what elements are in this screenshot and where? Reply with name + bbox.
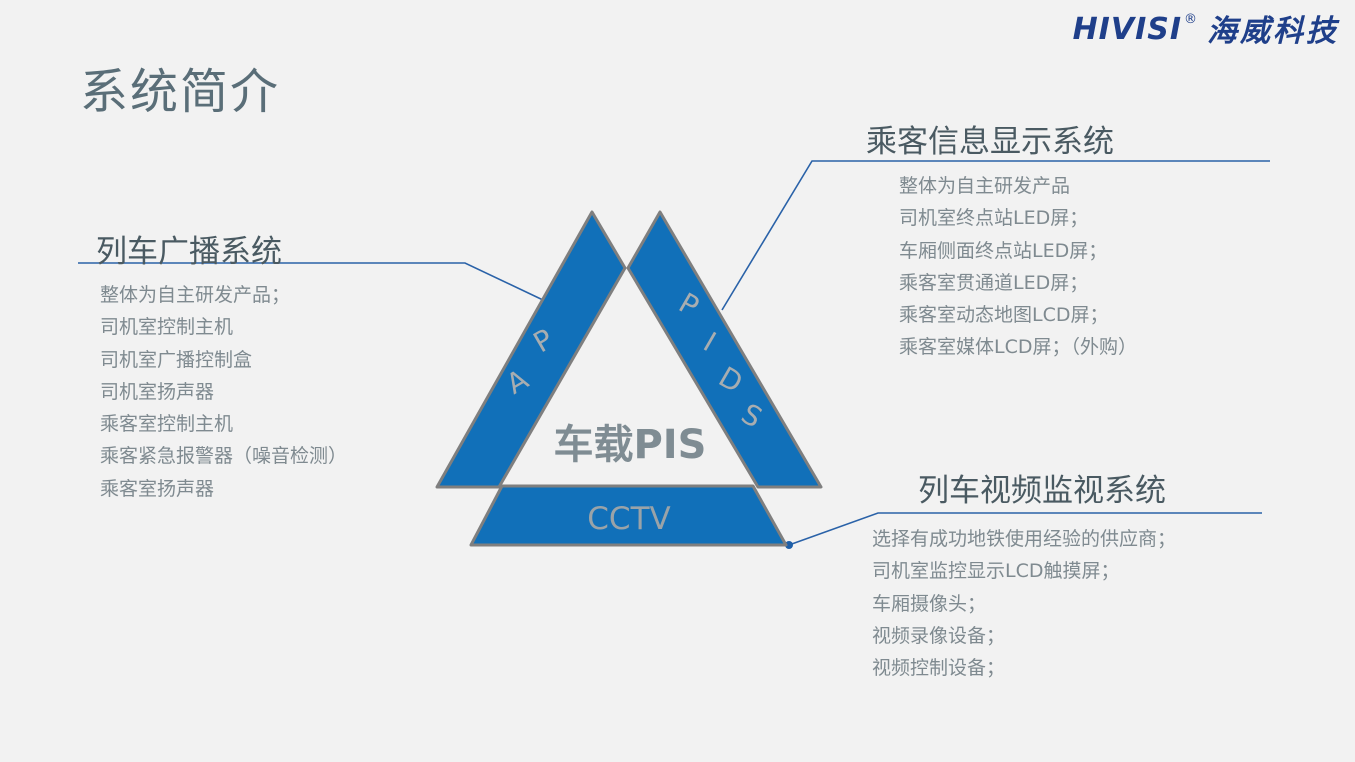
pids-bar: [626, 210, 823, 489]
cctv-bar: [469, 484, 788, 547]
list-item: 司机室终点站LED屏；: [899, 207, 1089, 230]
pa-item-list: 整体为自主研发产品； 司机室控制主机 司机室广播控制盒 司机室扬声器 乘客室控制…: [100, 279, 347, 505]
center-label: 车载PIS: [553, 422, 706, 468]
list-item: 整体为自主研发产品: [899, 175, 1071, 197]
list-item: 视频控制设备；: [872, 657, 1006, 680]
list-item: 司机室扬声器: [100, 380, 215, 403]
pa-connector-line: [78, 262, 544, 301]
list-item: 乘客室动态地图LCD屏；: [899, 304, 1109, 327]
cctv-label: CCTV: [587, 501, 670, 537]
pa-section-title: 列车广播系统: [96, 234, 282, 270]
pa-bar: [435, 210, 627, 489]
logo-chinese: 海威科技: [1207, 14, 1339, 49]
list-item: 选择有成功地铁使用经验的供应商；: [872, 528, 1177, 550]
list-item: 乘客室控制主机: [100, 413, 234, 436]
cctv-item-list: 选择有成功地铁使用经验的供应商； 司机室监控显示LCD触摸屏； 车厢摄像头； 视…: [872, 523, 1176, 684]
list-item: 乘客室贯通道LED屏；: [899, 271, 1089, 294]
cctv-connector-line: [788, 512, 1262, 546]
cctv-section-title: 列车视频监视系统: [918, 473, 1166, 509]
list-item: 车厢摄像头；: [872, 592, 987, 615]
pids-section-title: 乘客信息显示系统: [866, 124, 1114, 160]
pids-item-list: 整体为自主研发产品 司机室终点站LED屏； 车厢侧面终点站LED屏； 乘客室贯通…: [899, 170, 1137, 364]
cctv-connector-dot: [785, 541, 793, 549]
list-item: 乘客室媒体LCD屏；（外购）: [899, 336, 1137, 359]
list-item: 司机室控制主机: [100, 316, 234, 339]
list-item: 司机室监控显示LCD触摸屏；: [872, 560, 1120, 583]
list-item: 车厢侧面终点站LED屏；: [899, 239, 1108, 262]
pids-connector-line: [721, 160, 1270, 311]
logo-registered-mark: ®: [1184, 12, 1197, 27]
list-item: 司机室广播控制盒: [100, 348, 253, 371]
list-item: 视频录像设备；: [872, 624, 1006, 647]
logo-latin: HIVISI: [1072, 12, 1182, 47]
list-item: 乘客紧急报警器（噪音检测）: [100, 445, 348, 468]
page-title: 系统简介: [80, 64, 281, 120]
list-item: 整体为自主研发产品；: [100, 284, 291, 306]
list-item: 乘客室扬声器: [100, 477, 215, 500]
brand-logo: HIVISI ® 海威科技: [1073, 8, 1339, 56]
